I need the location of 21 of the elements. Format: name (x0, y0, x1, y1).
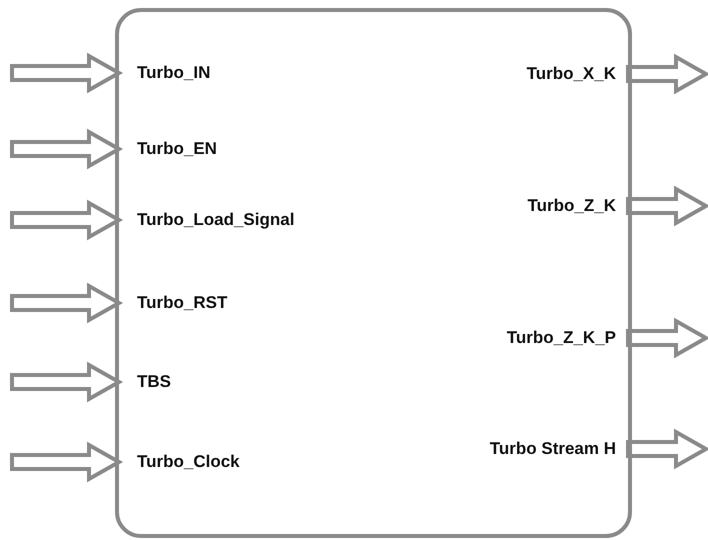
signal-label: Turbo_Z_K_P (506, 323, 628, 353)
block-arrow (10, 282, 124, 324)
module-block (115, 8, 632, 538)
block-arrow (626, 54, 708, 94)
signal-label: Turbo_Load_Signal (119, 205, 294, 235)
signal-label: Turbo_Z_K (528, 191, 628, 221)
block-arrow (10, 200, 124, 240)
signal-label: Turbo Stream H (490, 434, 628, 464)
signal-label: Turbo_RST (119, 288, 228, 318)
block-arrow (626, 428, 708, 470)
signal-label: Turbo_IN (119, 58, 210, 88)
block-arrow (10, 52, 124, 94)
block-arrow (626, 318, 708, 358)
signal-label: Turbo_EN (119, 134, 217, 164)
signal-label: Turbo_Clock (119, 447, 240, 477)
block-arrow (10, 128, 124, 170)
block-arrow (10, 442, 124, 482)
block-arrow (626, 186, 708, 226)
signal-label: TBS (119, 367, 171, 397)
block-arrow (10, 362, 124, 402)
signal-label: Turbo_X_K (526, 59, 628, 89)
